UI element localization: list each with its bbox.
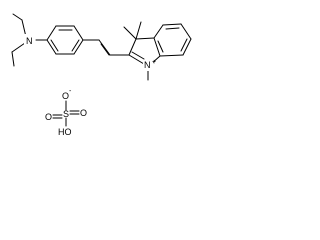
ring-bond [73,25,84,41]
phenylene-ring [46,25,84,55]
hydrogen-sulfate-anion [52,100,80,127]
bond-c3-c3a [135,37,155,40]
bond-ethyl-lower-ch3 [11,51,15,67]
bond-c2-c3 [128,38,137,56]
sulfate-oxygen-anion-charge-label: - [69,88,72,95]
chemical-structure-diagram: N N + O - S O O HO [11,13,192,137]
sulfate-oxygen-anion-label: O [62,91,69,101]
bond-c3-methyl-a [123,26,137,40]
bond-n-ethyl-lower [11,42,26,53]
bond-ethyl-upper-ch3 [12,13,23,21]
bond-c3-methyl-b [135,21,142,40]
benzo-bond [180,23,192,40]
ring-double-bond [50,39,59,52]
vinyl-linker [82,39,130,56]
diethyl-groups [11,13,48,67]
atom-labels: N N + O - S O O HO [24,34,156,137]
ring-bond [46,25,57,41]
sulfate-oxygen-left-label: O [45,112,52,122]
benzo-bond [159,54,184,57]
bond-vinyl-double-inner [100,43,110,56]
benzo-double-bond [165,27,180,30]
benzo-bond [162,23,182,26]
sulfate-oxygen-right-label: O [80,108,87,118]
bond-n1-c2 [128,54,145,65]
ring-double-bond [71,39,80,52]
benzo-bond [153,37,161,57]
indolium-core [123,21,192,81]
bond-vinyl-double-outer [98,39,111,56]
ring-bond [73,39,84,55]
indolium-charge-label: + [152,59,156,66]
amine-nitrogen-label: N [26,36,33,46]
benzo-double-bond [180,38,188,52]
sulfur-label: S [63,109,69,119]
benzo-bond [182,38,192,56]
hydroxyl-label: HO [58,127,72,137]
benzo-double-bond [157,40,164,53]
ring-bond [46,39,57,55]
benzo-bond [153,24,164,39]
indolium-nitrogen-label: N [144,60,151,70]
bond-n1-c2-double [131,51,145,60]
